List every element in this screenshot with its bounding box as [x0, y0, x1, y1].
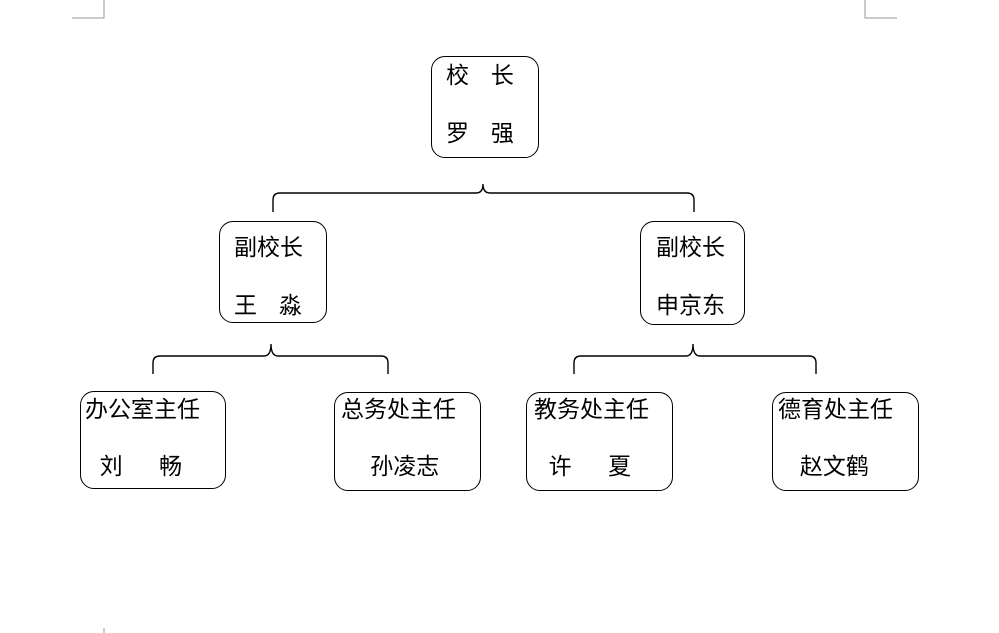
- node-principal: 校 长 罗 强: [431, 56, 539, 158]
- node-vice-principal-1-name: 王 淼: [234, 293, 302, 319]
- node-academic-affairs-director-title: 教务处主任: [534, 397, 649, 423]
- node-vice-principal-2-title: 副校长: [656, 235, 725, 261]
- node-moral-education-director-name: 赵文鹤: [778, 454, 869, 480]
- node-principal-title: 校 长: [446, 63, 514, 89]
- node-vice-principal-2-name: 申京东: [656, 293, 725, 319]
- node-vice-principal-2: 副校长 申京东: [640, 221, 745, 325]
- node-general-affairs-director-title: 总务处主任: [341, 397, 456, 423]
- node-principal-name: 罗 强: [446, 121, 514, 147]
- bracket-vice1-to-depts: [152, 343, 389, 374]
- node-academic-affairs-director: 教务处主任 许 夏: [526, 392, 673, 491]
- node-vice-principal-1: 副校长 王 淼: [219, 221, 327, 323]
- node-vice-principal-1-title: 副校长: [234, 235, 303, 261]
- node-general-affairs-director-name: 孙凌志: [341, 454, 440, 480]
- node-moral-education-director-title: 德育处主任: [778, 397, 893, 423]
- node-general-affairs-director: 总务处主任 孙凌志: [334, 392, 481, 491]
- bracket-principal-to-vice: [272, 183, 695, 212]
- node-office-director-name: 刘 畅: [85, 454, 183, 480]
- node-moral-education-director: 德育处主任 赵文鹤: [772, 392, 919, 491]
- bracket-vice2-to-depts: [573, 343, 817, 374]
- node-academic-affairs-director-name: 许 夏: [534, 454, 632, 480]
- node-office-director: 办公室主任 刘 畅: [80, 391, 226, 489]
- node-office-director-title: 办公室主任: [85, 397, 200, 423]
